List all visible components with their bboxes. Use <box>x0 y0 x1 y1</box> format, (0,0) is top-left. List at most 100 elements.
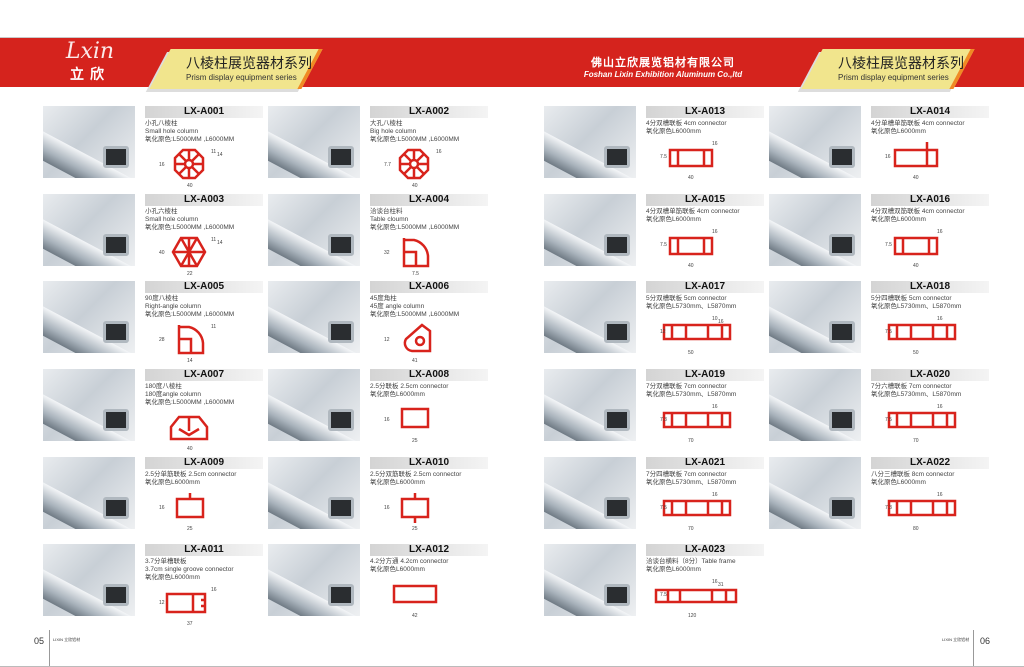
product-photo <box>43 106 135 178</box>
product-photo <box>544 456 636 529</box>
product-desc-line: 90度八棱柱 <box>145 295 179 303</box>
series-tag-right: 八棱柱展览器材系列 Prism display equipment series <box>801 49 975 89</box>
company-en: Foshan Lixin Exhibition Aluminum Co.,ltd <box>583 70 743 79</box>
product-desc-line: 氧化原色L6000mm <box>871 478 926 486</box>
product-desc-line: 7分六槽联板 7cm connector <box>871 383 952 391</box>
product-code: LX-A017 <box>646 281 764 294</box>
logo-script: Lxin <box>65 39 115 64</box>
dimension-label: 7.5 <box>660 504 667 511</box>
series-title-en: Prism display equipment series <box>186 73 297 82</box>
dimension-label: 16 <box>384 504 390 511</box>
dimension-label: 70 <box>688 438 694 445</box>
product-desc-line: 45度 angle column <box>370 303 425 311</box>
product-code: LX-A004 <box>370 193 488 206</box>
dimension-label: 12 <box>384 337 390 344</box>
product-code: LX-A012 <box>370 544 488 557</box>
profile-drawing <box>165 593 207 614</box>
product-desc-line: 大孔八棱柱 <box>370 120 403 127</box>
dimension-label: 11 <box>211 149 217 155</box>
product-desc-line: 氧化原色L5730mm、L5870mm <box>646 303 737 311</box>
product-code: LX-A023 <box>646 544 764 557</box>
product-desc-line: Big hole column <box>370 128 417 135</box>
product-photo <box>544 281 636 354</box>
company-cn: 佛山立欣展览铝材有限公司 <box>591 57 735 69</box>
product-code: LX-A014 <box>871 106 989 118</box>
product-desc-line: 氧化原色:L5000MM ,L6000MM <box>145 136 235 143</box>
product-desc-line: 4分双槽双筋联板 4cm connector <box>871 207 965 215</box>
footer-logo-right: LIXIN 立欣铝材 <box>942 637 970 642</box>
product-desc-line: 氧化原色L6000mm <box>646 566 701 574</box>
product-code: LX-A005 <box>145 281 263 294</box>
footer-divider <box>973 630 974 667</box>
product-desc-line: 氧化原色:L5000MM ,L6000MM <box>145 223 235 231</box>
dimension-label: 16 <box>159 504 165 511</box>
footer-logo-left: LIXIN 立欣铝材 <box>53 637 81 642</box>
dimension-label: 7.3 <box>885 504 892 511</box>
dimension-label: 25 <box>412 438 418 445</box>
product-photo <box>268 456 360 529</box>
product-desc-line: 4分单槽单筋联板 4cm connector <box>871 120 965 127</box>
product-desc-line: 氧化原色L5730mm、L5870mm <box>871 391 962 399</box>
product-photo <box>769 369 861 442</box>
dimension-label: 50 <box>688 350 694 357</box>
product-desc-line: 7分双槽联板 7cm connector <box>646 383 727 391</box>
dimension-label: 120 <box>688 613 697 620</box>
product-code: LX-A021 <box>646 456 764 469</box>
profile-drawing <box>893 142 939 168</box>
dimension-label: 16 <box>159 162 165 168</box>
product-desc-line: 氧化原色L6000mm <box>370 478 425 486</box>
product-desc-line: 氧化原色L6000mm <box>646 215 701 223</box>
product-desc-line: 3.7分单槽联板 <box>145 558 187 566</box>
product-code: LX-A007 <box>145 369 263 382</box>
product-desc-line: 45度角柱 <box>370 295 397 303</box>
product-photo <box>769 193 861 266</box>
dimension-label: 7.5 <box>660 154 667 160</box>
product-desc-line: 氧化原色L6000mm <box>871 215 926 223</box>
dimension-label: 40 <box>688 175 694 181</box>
dimension-label: 70 <box>913 438 919 445</box>
product-desc-line: 洽谈台横料（8分）Table frame <box>646 558 736 566</box>
profile-drawing <box>662 499 732 516</box>
profile-drawing <box>668 148 714 168</box>
dimension-label: 7.3 <box>660 417 667 424</box>
product-photo <box>544 106 636 178</box>
profile-drawing <box>654 589 738 604</box>
product-photo <box>769 456 861 529</box>
dimension-label: 16 <box>712 404 718 411</box>
product-code: LX-A008 <box>370 369 488 382</box>
product-desc-line: 180度angle column <box>145 391 202 399</box>
product-desc-line: 洽谈台柱料 <box>370 207 403 215</box>
product-desc-line: 2.5分双筋联板 2.5cm connector <box>370 470 462 478</box>
product-desc-line: 氧化原色:L5000MM ,L6000MM <box>370 223 460 231</box>
profile-drawing <box>893 236 939 255</box>
product-desc-line: 5分双槽联板 5cm connector <box>646 295 727 303</box>
product-code: LX-A013 <box>646 106 764 118</box>
dimension-label: 7.5 <box>660 241 667 248</box>
profile-drawing <box>400 407 430 429</box>
dimension-label: 11 <box>211 236 217 243</box>
dimension-label: 16 <box>211 587 217 594</box>
dimension-label: 14 <box>187 358 193 365</box>
product-code: LX-A001 <box>145 106 263 118</box>
